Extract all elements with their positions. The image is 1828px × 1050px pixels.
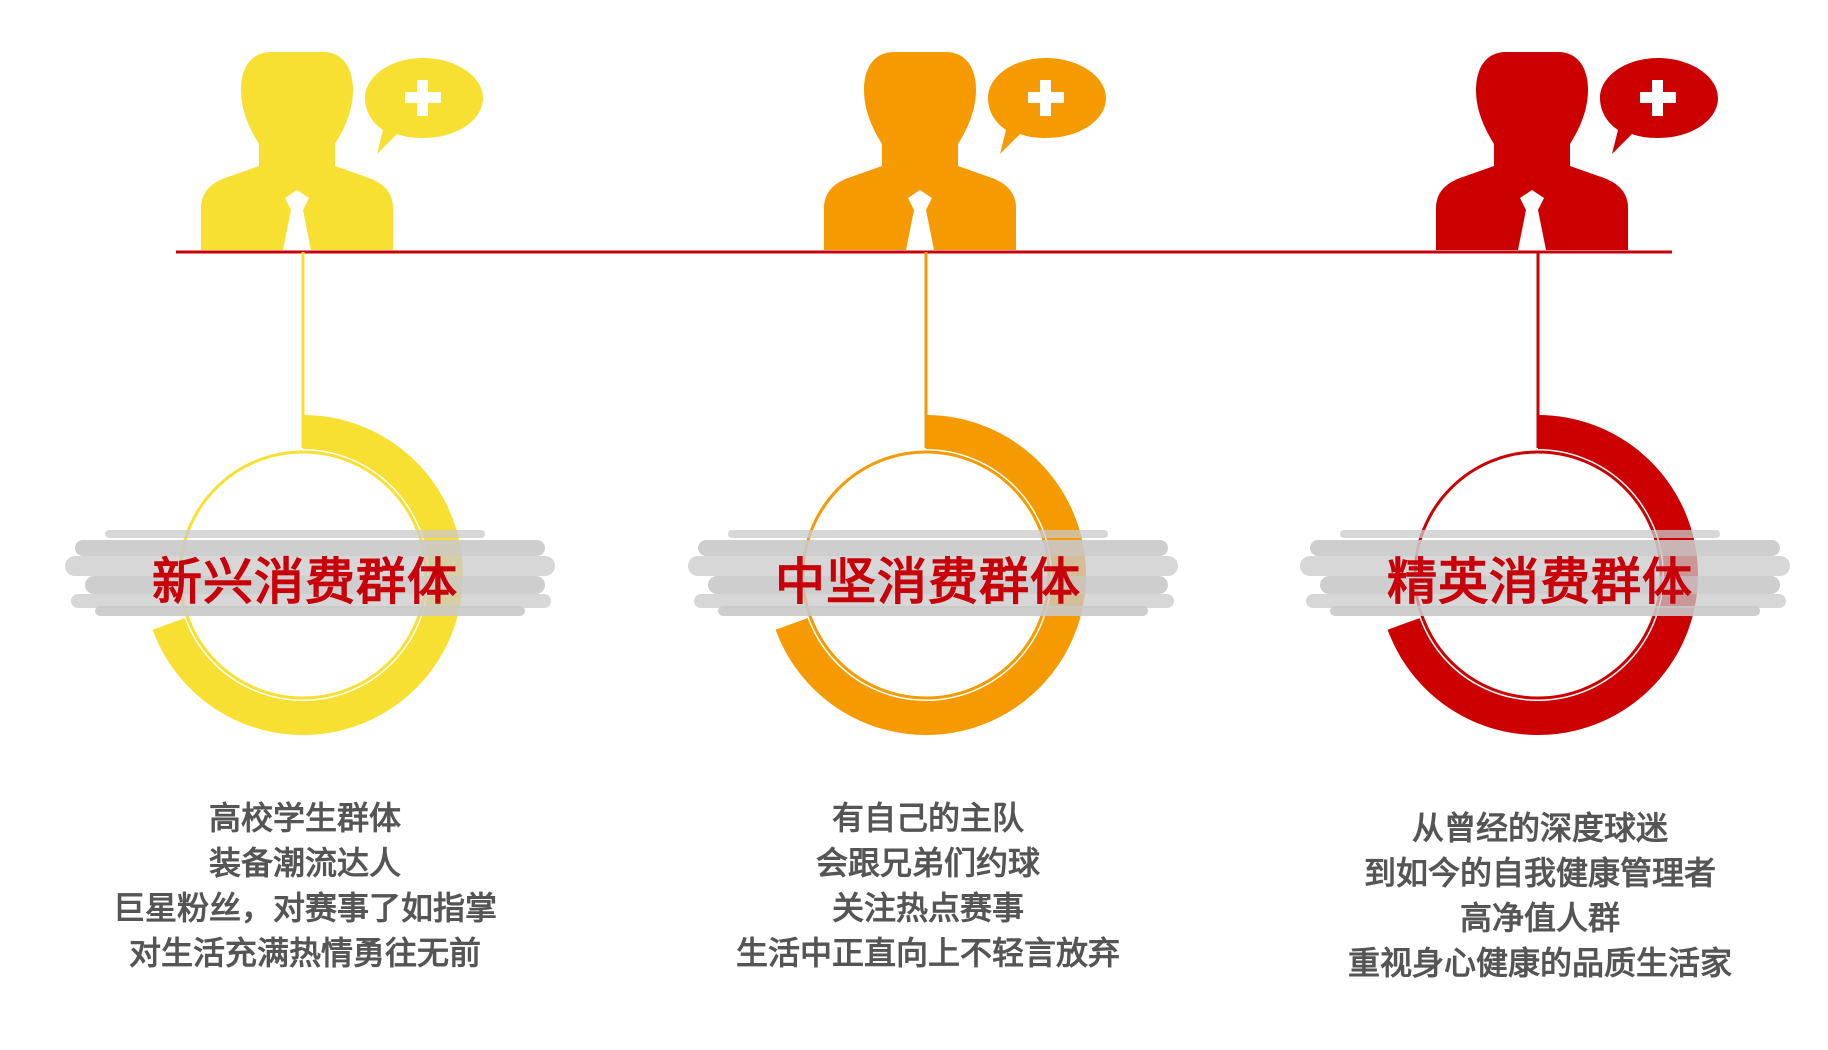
plus-bubble-icon — [1600, 58, 1718, 154]
description-line: 生活中正直向上不轻言放弃 — [735, 934, 1120, 972]
description-line: 有自己的主队 — [831, 799, 1024, 837]
brush-stroke-segment — [75, 540, 545, 556]
description-line: 到如今的自我健康管理者 — [1363, 854, 1716, 892]
brush-stroke-segment — [65, 556, 555, 576]
brush-stroke — [1300, 530, 1790, 616]
brush-stroke-segment — [708, 576, 1168, 594]
person-icon — [1436, 52, 1628, 250]
brush-stroke-segment — [1320, 576, 1780, 594]
brush-stroke-segment — [71, 594, 551, 608]
group-emerging: 新兴消费群体 高校学生群体 装备潮流达人 巨星粉丝，对赛事了如指掌 对生活充满热… — [5, 0, 605, 1050]
group-core: 中坚消费群体 有自己的主队 会跟兄弟们约球 关注热点赛事 生活中正直向上不轻言放… — [628, 0, 1228, 1050]
description-line: 重视身心健康的品质生活家 — [1347, 944, 1732, 982]
brush-stroke — [688, 530, 1178, 616]
brush-stroke-segment — [85, 576, 545, 594]
group-elite-figure — [1300, 52, 1790, 735]
group-description: 高校学生群体 装备潮流达人 巨星粉丝，对赛事了如指掌 对生活充满热情勇往无前 — [5, 796, 605, 976]
brush-stroke-segment — [728, 530, 1108, 538]
person-icon — [201, 52, 393, 250]
plus-bubble-icon — [988, 58, 1106, 154]
brush-stroke-segment — [1306, 594, 1786, 608]
person-icon — [824, 52, 1016, 250]
description-line: 对生活充满热情勇往无前 — [128, 934, 481, 972]
brush-stroke-segment — [1340, 530, 1720, 538]
timeline-baseline — [176, 250, 1672, 254]
brush-stroke-segment — [1300, 556, 1790, 576]
group-elite: 精英消费群体 从曾经的深度球迷 到如今的自我健康管理者 高净值人群 重视身心健康… — [1240, 0, 1828, 1050]
group-description: 有自己的主队 会跟兄弟们约球 关注热点赛事 生活中正直向上不轻言放弃 — [628, 796, 1228, 976]
description-line: 从曾经的深度球迷 — [1411, 809, 1668, 847]
description-line: 会跟兄弟们约球 — [815, 844, 1040, 882]
description-line: 巨星粉丝，对赛事了如指掌 — [112, 889, 497, 927]
description-line: 高校学生群体 — [208, 799, 401, 837]
brush-stroke-segment — [1330, 606, 1760, 616]
brush-stroke-segment — [688, 556, 1178, 576]
brush-stroke-segment — [694, 594, 1174, 608]
plus-bubble-icon — [365, 58, 483, 154]
group-description: 从曾经的深度球迷 到如今的自我健康管理者 高净值人群 重视身心健康的品质生活家 — [1240, 806, 1828, 986]
group-core-figure — [688, 52, 1178, 735]
brush-stroke-segment — [95, 606, 525, 616]
description-line: 关注热点赛事 — [831, 889, 1024, 927]
brush-stroke-segment — [1310, 540, 1780, 556]
description-line: 高净值人群 — [1459, 899, 1620, 937]
description-line: 装备潮流达人 — [208, 844, 401, 882]
brush-stroke-segment — [105, 530, 485, 538]
brush-stroke-segment — [698, 540, 1168, 556]
group-title: 中坚消费群体 — [775, 553, 1081, 611]
brush-stroke-segment — [718, 606, 1148, 616]
brush-stroke — [65, 530, 555, 616]
group-title: 精英消费群体 — [1387, 553, 1693, 611]
group-emerging-figure — [65, 52, 555, 735]
group-title: 新兴消费群体 — [152, 553, 458, 611]
